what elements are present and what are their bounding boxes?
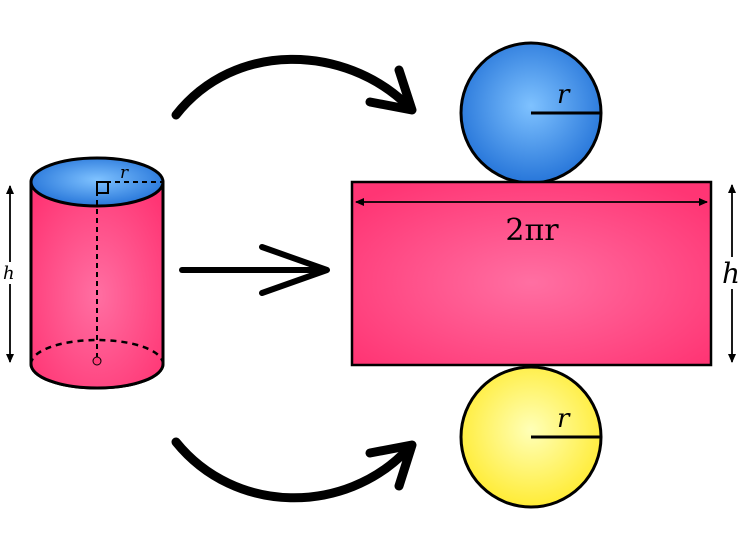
arrow-to-top-circle xyxy=(171,54,412,120)
arrow-to-bottom-circle xyxy=(171,437,412,503)
cylinder-height-label: h xyxy=(3,263,15,284)
arrow-to-bottom-circle-head xyxy=(365,440,417,491)
net-rectangle xyxy=(350,180,713,367)
cylinder: r h xyxy=(2,156,165,390)
right-angle-marker xyxy=(96,181,109,194)
arrow-to-rectangle-head xyxy=(259,244,330,296)
cylinder-bottom-hidden-edge xyxy=(29,338,165,365)
net-bottom-radius-label: r xyxy=(557,404,571,434)
rectangle-height-label-bg xyxy=(720,257,744,289)
net-top-radius-label: r xyxy=(557,80,571,110)
cylinder-radius-label: r xyxy=(120,163,129,183)
arrow-to-top-circle-head xyxy=(365,65,417,115)
transform-arrows xyxy=(171,54,417,503)
bottom-center-point xyxy=(92,356,102,366)
cylinder-net: r 2πr h r xyxy=(350,41,744,509)
rectangle-height-label: h xyxy=(722,257,740,290)
cylinder-height-label-bg xyxy=(2,262,18,284)
rectangle-width-label: 2πr xyxy=(505,213,559,248)
